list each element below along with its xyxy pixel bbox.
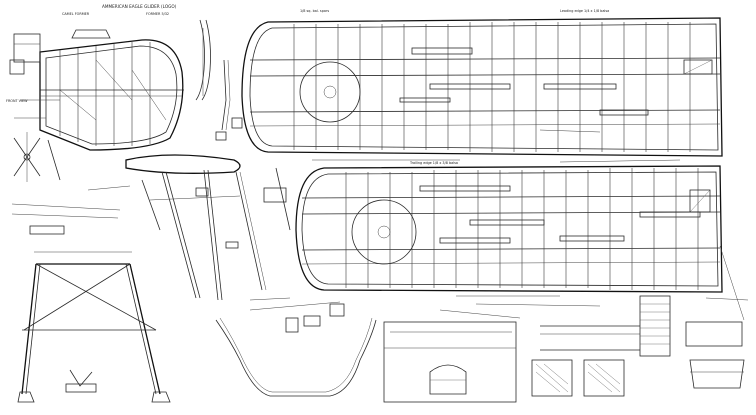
landing-gear-front-view <box>17 251 171 403</box>
lower-wing-plan: Trailing edge 1/8 x 3/8 balsa <box>295 161 723 293</box>
fuselage-side-view: CAMEL FORMER FORMER 5/32 FRONT VIEW <box>6 12 184 151</box>
loose-parts <box>249 159 681 307</box>
strut-assembly <box>125 154 291 301</box>
rib-template <box>383 309 521 403</box>
svg-text:FRONT VIEW: FRONT VIEW <box>6 99 28 103</box>
svg-text:Trailing edge 1/8 x 3/8 balsa: Trailing edge 1/8 x 3/8 balsa <box>409 161 458 165</box>
center-details <box>215 301 377 397</box>
svg-text:1/8 sq. bal. spars: 1/8 sq. bal. spars <box>300 9 329 13</box>
small-parts-left <box>11 132 131 235</box>
sheet-title: AMMERICAN EAGLE GLIDER (LOGO) <box>102 4 177 9</box>
upper-wing-plan: 1/8 sq. bal. spars Leading edge 1/4 x 1/… <box>241 9 723 157</box>
svg-text:Leading edge 1/4 x 1/8 balsa: Leading edge 1/4 x 1/8 balsa <box>560 9 609 13</box>
svg-text:FORMER 5/32: FORMER 5/32 <box>146 12 169 16</box>
svg-text:CAMEL FORMER: CAMEL FORMER <box>62 12 90 16</box>
tail-surfaces <box>195 19 243 141</box>
parts-bottom-right <box>531 245 749 397</box>
